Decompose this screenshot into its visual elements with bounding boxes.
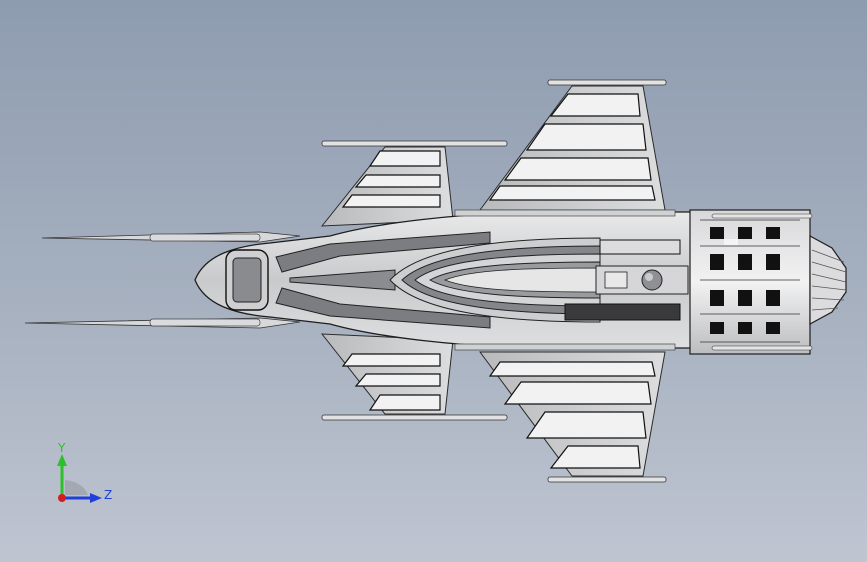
z-axis-arrow	[62, 493, 102, 503]
origin-icon	[58, 494, 66, 502]
lower-front-wing	[320, 333, 508, 421]
nose-spikes	[24, 231, 301, 329]
upper-main-wing	[479, 79, 667, 211]
y-axis-arrow	[57, 454, 67, 498]
xy-plane-indicator	[65, 480, 88, 495]
fuselage	[194, 209, 696, 351]
y-axis-label: Y	[57, 441, 66, 455]
engine-block	[689, 209, 847, 355]
z-axis-label: Z	[104, 488, 112, 502]
upper-front-wing	[320, 140, 508, 227]
lower-main-wing	[479, 351, 667, 483]
axis-triad: Y Z	[57, 441, 112, 503]
